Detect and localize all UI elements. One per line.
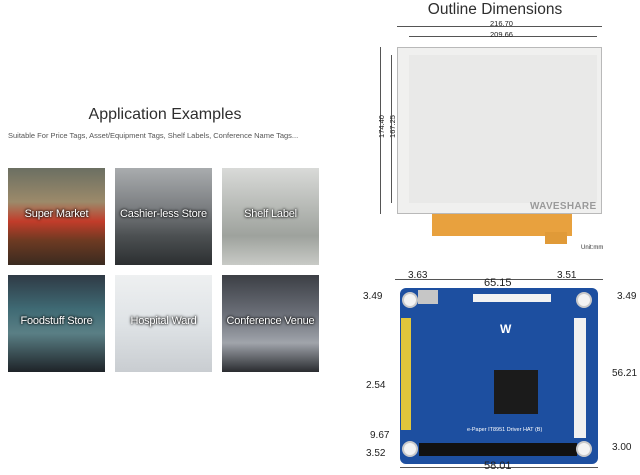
board-dim-left-top: 3.49 bbox=[363, 291, 383, 302]
usb-port bbox=[418, 290, 438, 304]
tile-cashierless-store: Cashier-less Store bbox=[115, 168, 212, 265]
mount-hole bbox=[402, 292, 418, 308]
tile-label: Super Market bbox=[24, 208, 89, 220]
epaper-active-area bbox=[409, 55, 597, 203]
board-label: e-Paper IT8951 Driver HAT (B) bbox=[467, 427, 543, 433]
board-dim-left-mid: 2.54 bbox=[366, 380, 386, 391]
tile-super-market: Super Market bbox=[8, 168, 105, 265]
application-examples-title: Application Examples bbox=[88, 106, 242, 123]
board-dim-top-right: 3.51 bbox=[557, 270, 577, 281]
panel-width-inner: 209.66 bbox=[490, 30, 513, 39]
waveshare-logo: W bbox=[500, 322, 512, 336]
fpc-cable bbox=[432, 214, 572, 236]
dimension-line bbox=[409, 36, 597, 37]
dimension-line bbox=[397, 26, 602, 27]
board-dim-left-low: 9.67 bbox=[370, 430, 390, 441]
tile-label: Cashier-less Store bbox=[120, 208, 207, 220]
dimension-line bbox=[400, 467, 598, 468]
board-dim-left-bottom: 3.52 bbox=[366, 448, 386, 459]
tile-label: Shelf Label bbox=[244, 208, 297, 220]
tile-label: Hospital Ward bbox=[130, 315, 197, 327]
tile-label: Conference Venue bbox=[226, 315, 315, 327]
dimension-line bbox=[391, 55, 392, 203]
it8951-chip bbox=[494, 370, 538, 414]
unit-label: Unit:mm bbox=[581, 245, 604, 251]
board-dim-top-left: 3.63 bbox=[408, 270, 428, 281]
pin-header-vertical bbox=[401, 318, 411, 430]
dimension-line bbox=[395, 279, 603, 280]
board-dim-bottom-width: 58.01 bbox=[484, 460, 512, 472]
board-dim-top-mid: 65.15 bbox=[484, 277, 512, 289]
pin-header-horizontal bbox=[419, 443, 577, 456]
panel-brand: WAVESHARE bbox=[530, 201, 597, 212]
panel-height-inner: 167.25 bbox=[387, 115, 397, 138]
mount-hole bbox=[576, 441, 592, 457]
fpc-socket-side bbox=[574, 318, 586, 438]
mount-hole bbox=[402, 441, 418, 457]
tile-hospital-ward: Hospital Ward bbox=[115, 275, 212, 372]
board-dim-right-bottom: 3.00 bbox=[612, 442, 632, 453]
tile-shelf-label: Shelf Label bbox=[222, 168, 319, 265]
tile-foodstuff-store: Foodstuff Store bbox=[8, 275, 105, 372]
board-dim-right-top: 3.49 bbox=[617, 291, 637, 302]
tile-label: Foodstuff Store bbox=[20, 315, 93, 327]
tile-conference-venue: Conference Venue bbox=[222, 275, 319, 372]
application-examples-subtitle: Suitable For Price Tags, Asset/Equipment… bbox=[8, 131, 299, 140]
mount-hole bbox=[576, 292, 592, 308]
panel-height-outer: 174.40 bbox=[376, 115, 386, 138]
board-dim-right-height: 56.21 bbox=[612, 368, 638, 379]
outline-dimensions-title: Outline Dimensions bbox=[427, 1, 563, 18]
fpc-socket bbox=[473, 294, 551, 302]
dimension-line bbox=[380, 47, 381, 214]
panel-width-outer: 216.70 bbox=[490, 19, 513, 28]
fpc-connector bbox=[545, 232, 567, 244]
